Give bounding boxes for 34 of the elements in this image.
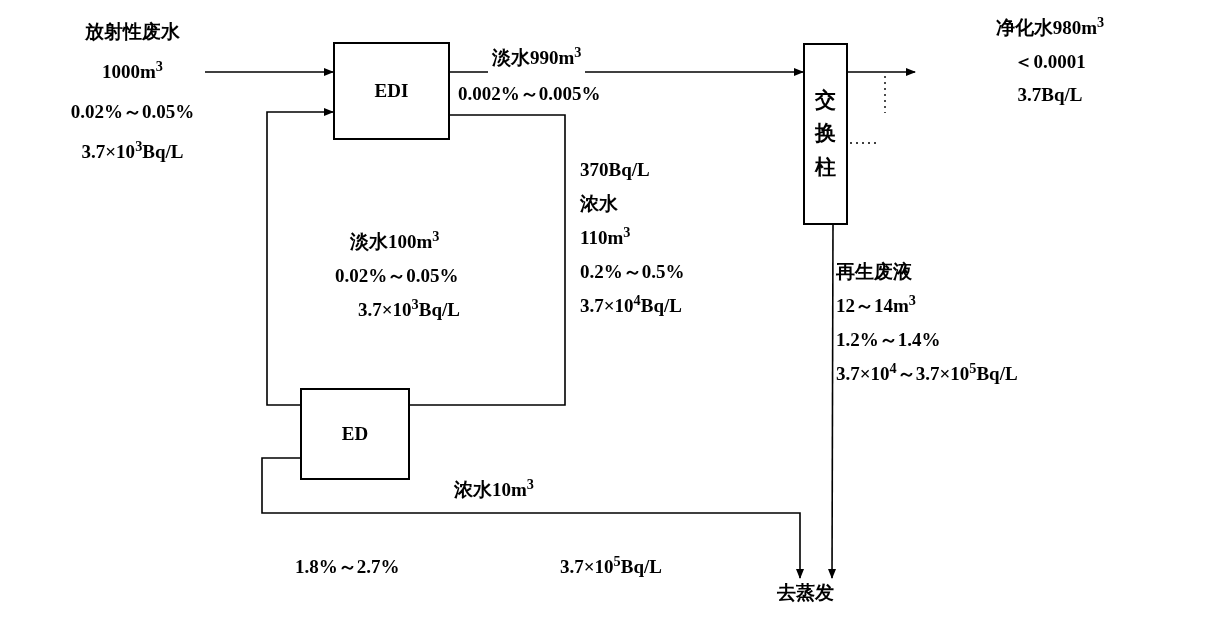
flow-text: 0.02%～0.05% [70,99,195,124]
flow-text: 3.7Bq/L [1017,83,1083,108]
stream-data: 0.02%～0.05% [335,265,459,286]
stream-data: 110m$^{3}$ [580,227,631,248]
process-box [333,42,450,140]
stream-data: 浓水 [580,193,618,214]
edge-label: 淡水990m$^{3}$ [492,47,582,68]
flow-text: ＜0.0001 [1014,49,1086,74]
flow-arrow [266,108,334,406]
flow-text: 1000m$^{3}$ [102,57,163,84]
stream-data: 1.8%～2.7% [295,556,400,577]
exchange-column [803,43,848,225]
column-label: 交换柱 [815,86,836,181]
process-box [300,388,410,480]
flow-arrow [204,68,334,76]
box-label: EDI [374,78,409,103]
stream-data: 1.2%～1.4% [836,329,941,350]
flow-text: 去蒸发 [776,580,834,605]
flow-text: 3.7×10$^{3}$Bq/L [81,137,184,164]
stream-data: 12～14m$^{3}$ [836,295,916,316]
stream-data: 3.7×10$^{4}$Bq/L [580,295,682,316]
stream-data: 3.7×10$^{5}$Bq/L [560,556,662,577]
flow-arrow [828,224,837,579]
flow-text: 净化水980m$^{3}$ [995,14,1105,41]
flow-arrow [847,68,916,76]
stream-data: 淡水100m$^{3}$ [350,231,440,252]
stream-data: 0.2%～0.5% [580,261,685,282]
stream-data: 370Bq/L [580,159,650,180]
flow-arrow [261,457,804,579]
edge-label: 浓水10m$^{3}$ [454,479,534,500]
stream-data: 0.002%～0.005% [458,83,601,104]
box-label: ED [341,421,369,446]
stream-data: 3.7×10$^{4}$～3.7×10$^{5}$Bq/L [836,363,1018,384]
flow-text: 放射性废水 [85,19,180,44]
